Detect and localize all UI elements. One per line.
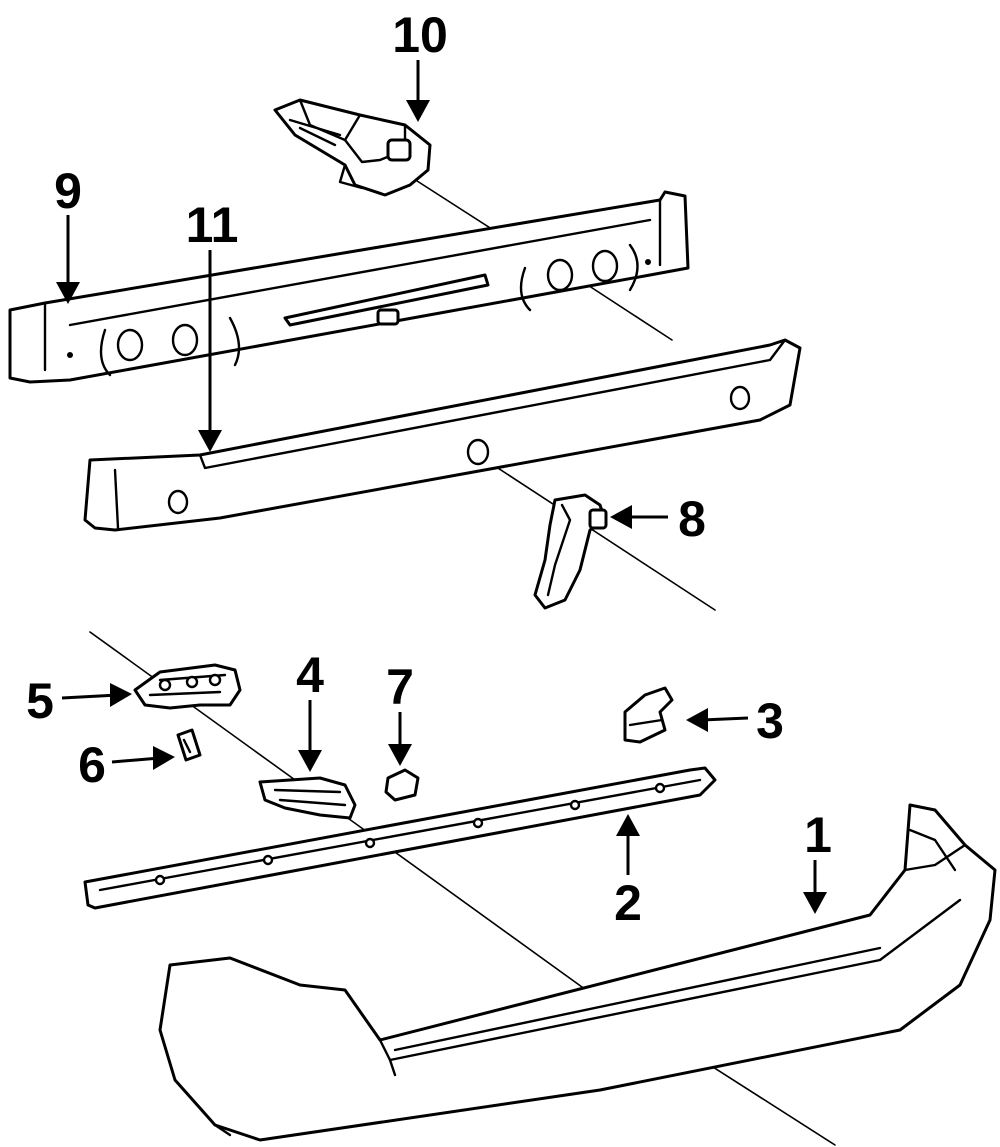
- callout-1: 1: [804, 807, 832, 863]
- part-11-absorber: [83, 338, 802, 532]
- part-3-end-piece: [623, 686, 674, 744]
- part-7-clip: [384, 768, 420, 802]
- callout-10: 10: [392, 7, 448, 63]
- part-5-retainer: [133, 663, 242, 710]
- part-6-clip: [176, 728, 202, 762]
- callout-2: 2: [614, 875, 642, 931]
- callout-8: 8: [678, 491, 706, 547]
- part-10-bracket: [273, 98, 432, 197]
- part-1-bumper-cover: [158, 803, 997, 1142]
- part-8-side-bracket: [533, 493, 608, 610]
- callout-11: 11: [186, 197, 239, 253]
- callout-labels: 10 9 11 8 5 6 4 7 3 2 1: [26, 7, 832, 931]
- part-9-reinforcement-bar: [8, 190, 690, 384]
- callout-7: 7: [386, 659, 414, 715]
- callout-3: 3: [756, 693, 784, 749]
- callout-4: 4: [296, 647, 324, 703]
- callout-arrows: [56, 60, 827, 914]
- part-2-step-pad: [83, 766, 717, 910]
- part-4-end-piece: [258, 776, 357, 820]
- callout-6: 6: [78, 737, 106, 793]
- callout-9: 9: [54, 163, 82, 219]
- callout-5: 5: [26, 673, 54, 729]
